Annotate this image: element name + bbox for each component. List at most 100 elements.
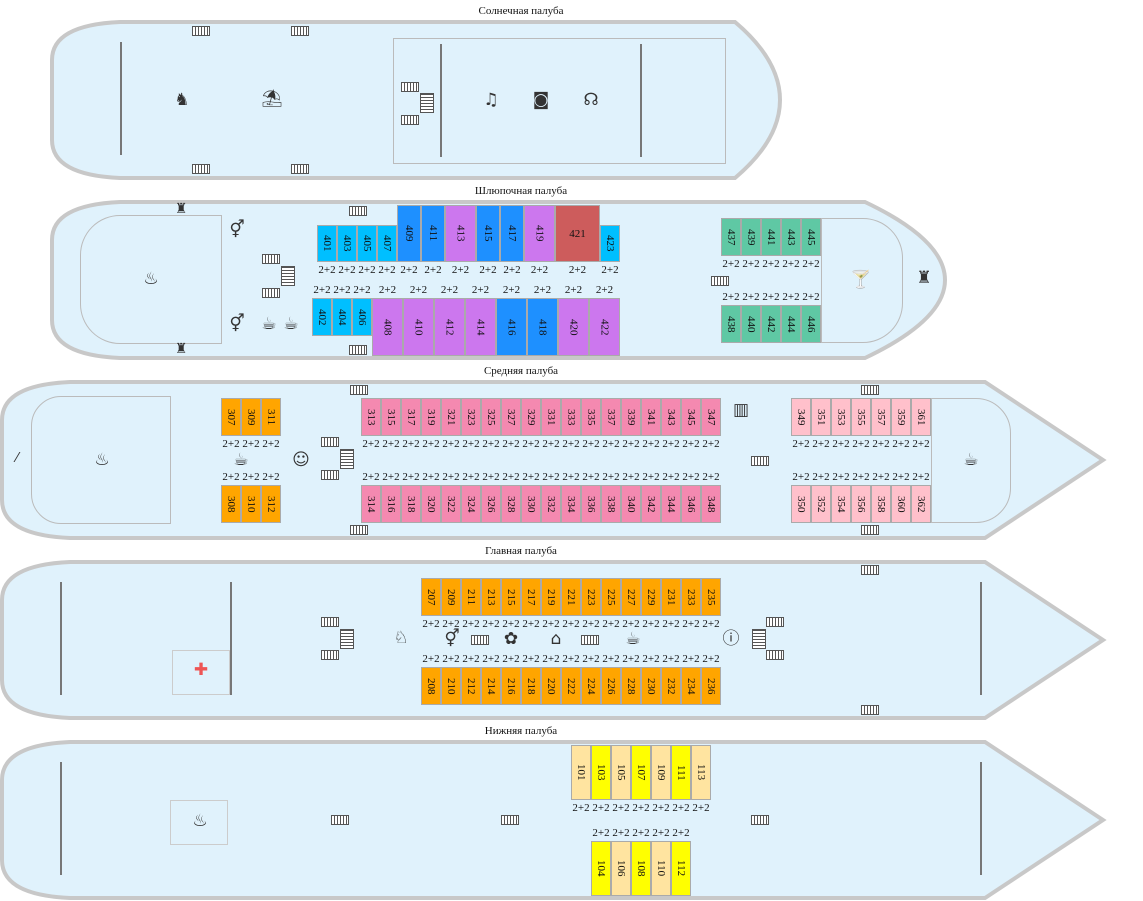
cabin-109[interactable]: 109 <box>651 745 671 800</box>
cabin-357[interactable]: 357 <box>871 398 891 436</box>
cabin-233[interactable]: 233 <box>681 578 701 616</box>
cabin-230[interactable]: 230 <box>641 667 661 705</box>
cabin-107[interactable]: 107 <box>631 745 651 800</box>
cabin-348[interactable]: 348 <box>701 485 721 523</box>
cabin-419[interactable]: 419 <box>524 205 555 262</box>
cabin-423[interactable]: 423 <box>600 225 620 262</box>
cabin-310[interactable]: 310 <box>241 485 261 523</box>
cabin-410[interactable]: 410 <box>403 298 434 356</box>
cabin-328[interactable]: 328 <box>501 485 521 523</box>
cabin-234[interactable]: 234 <box>681 667 701 705</box>
cabin-346[interactable]: 346 <box>681 485 701 523</box>
cabin-339[interactable]: 339 <box>621 398 641 436</box>
cabin-408[interactable]: 408 <box>372 298 403 356</box>
cabin-415[interactable]: 415 <box>476 205 500 262</box>
cabin-106[interactable]: 106 <box>611 841 631 896</box>
cabin-312[interactable]: 312 <box>261 485 281 523</box>
cabin-359[interactable]: 359 <box>891 398 911 436</box>
cabin-229[interactable]: 229 <box>641 578 661 616</box>
cabin-322[interactable]: 322 <box>441 485 461 523</box>
cabin-223[interactable]: 223 <box>581 578 601 616</box>
cabin-343[interactable]: 343 <box>661 398 681 436</box>
cabin-212[interactable]: 212 <box>461 667 481 705</box>
cabin-216[interactable]: 216 <box>501 667 521 705</box>
cabin-315[interactable]: 315 <box>381 398 401 436</box>
cabin-409[interactable]: 409 <box>397 205 421 262</box>
cabin-338[interactable]: 338 <box>601 485 621 523</box>
cabin-334[interactable]: 334 <box>561 485 581 523</box>
cabin-108[interactable]: 108 <box>631 841 651 896</box>
cabin-226[interactable]: 226 <box>601 667 621 705</box>
cabin-228[interactable]: 228 <box>621 667 641 705</box>
cabin-222[interactable]: 222 <box>561 667 581 705</box>
cabin-215[interactable]: 215 <box>501 578 521 616</box>
cabin-104[interactable]: 104 <box>591 841 611 896</box>
cabin-438[interactable]: 438 <box>721 305 741 343</box>
cabin-209[interactable]: 209 <box>441 578 461 616</box>
cabin-327[interactable]: 327 <box>501 398 521 436</box>
cabin-110[interactable]: 110 <box>651 841 671 896</box>
cabin-318[interactable]: 318 <box>401 485 421 523</box>
cabin-307[interactable]: 307 <box>221 398 241 436</box>
info-icon[interactable]: ⓘ <box>722 629 740 649</box>
cabin-411[interactable]: 411 <box>421 205 445 262</box>
cabin-335[interactable]: 335 <box>581 398 601 436</box>
cabin-101[interactable]: 101 <box>571 745 591 800</box>
cabin-220[interactable]: 220 <box>541 667 561 705</box>
cabin-437[interactable]: 437 <box>721 218 741 256</box>
cabin-404[interactable]: 404 <box>332 298 352 336</box>
cabin-352[interactable]: 352 <box>811 485 831 523</box>
cabin-207[interactable]: 207 <box>421 578 441 616</box>
cabin-417[interactable]: 417 <box>500 205 524 262</box>
cabin-235[interactable]: 235 <box>701 578 721 616</box>
cabin-416[interactable]: 416 <box>496 298 527 356</box>
cabin-441[interactable]: 441 <box>761 218 781 256</box>
cabin-316[interactable]: 316 <box>381 485 401 523</box>
cabin-405[interactable]: 405 <box>357 225 377 262</box>
cabin-227[interactable]: 227 <box>621 578 641 616</box>
cabin-420[interactable]: 420 <box>558 298 589 356</box>
cabin-403[interactable]: 403 <box>337 225 357 262</box>
cabin-349[interactable]: 349 <box>791 398 811 436</box>
cabin-321[interactable]: 321 <box>441 398 461 436</box>
cabin-444[interactable]: 444 <box>781 305 801 343</box>
cabin-325[interactable]: 325 <box>481 398 501 436</box>
cabin-231[interactable]: 231 <box>661 578 681 616</box>
cabin-313[interactable]: 313 <box>361 398 381 436</box>
cabin-406[interactable]: 406 <box>352 298 372 336</box>
cabin-210[interactable]: 210 <box>441 667 461 705</box>
cabin-401[interactable]: 401 <box>317 225 337 262</box>
cabin-332[interactable]: 332 <box>541 485 561 523</box>
cabin-344[interactable]: 344 <box>661 485 681 523</box>
cabin-311[interactable]: 311 <box>261 398 281 436</box>
cabin-105[interactable]: 105 <box>611 745 631 800</box>
cabin-232[interactable]: 232 <box>661 667 681 705</box>
cabin-326[interactable]: 326 <box>481 485 501 523</box>
cabin-413[interactable]: 413 <box>445 205 476 262</box>
cabin-358[interactable]: 358 <box>871 485 891 523</box>
cabin-414[interactable]: 414 <box>465 298 496 356</box>
cabin-323[interactable]: 323 <box>461 398 481 436</box>
cabin-308[interactable]: 308 <box>221 485 241 523</box>
cabin-112[interactable]: 112 <box>671 841 691 896</box>
cabin-103[interactable]: 103 <box>591 745 611 800</box>
cabin-356[interactable]: 356 <box>851 485 871 523</box>
cabin-446[interactable]: 446 <box>801 305 821 343</box>
cabin-342[interactable]: 342 <box>641 485 661 523</box>
cabin-330[interactable]: 330 <box>521 485 541 523</box>
cabin-211[interactable]: 211 <box>461 578 481 616</box>
cabin-361[interactable]: 361 <box>911 398 931 436</box>
cabin-333[interactable]: 333 <box>561 398 581 436</box>
cabin-320[interactable]: 320 <box>421 485 441 523</box>
cabin-443[interactable]: 443 <box>781 218 801 256</box>
cabin-340[interactable]: 340 <box>621 485 641 523</box>
cabin-337[interactable]: 337 <box>601 398 621 436</box>
cabin-317[interactable]: 317 <box>401 398 421 436</box>
cabin-350[interactable]: 350 <box>791 485 811 523</box>
cabin-351[interactable]: 351 <box>811 398 831 436</box>
cabin-324[interactable]: 324 <box>461 485 481 523</box>
cabin-412[interactable]: 412 <box>434 298 465 356</box>
cabin-111[interactable]: 111 <box>671 745 691 800</box>
cabin-345[interactable]: 345 <box>681 398 701 436</box>
cabin-418[interactable]: 418 <box>527 298 558 356</box>
